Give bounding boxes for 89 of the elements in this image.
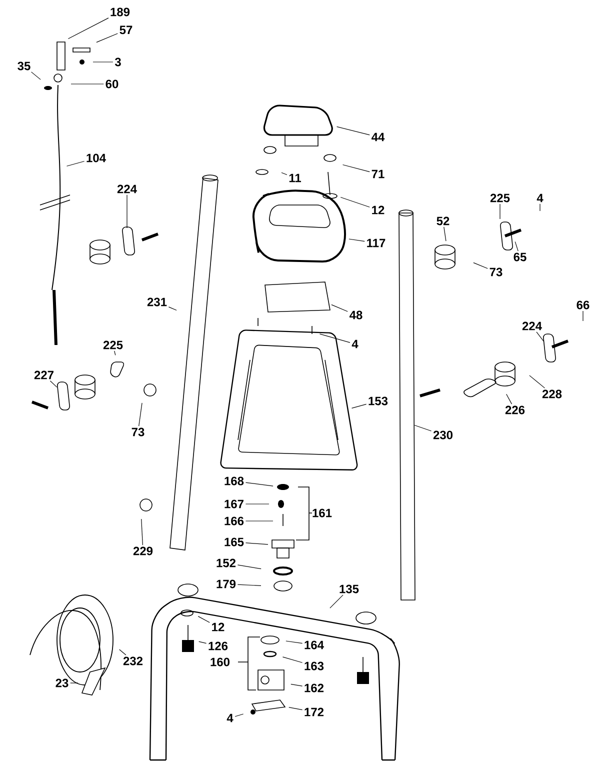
leader-line	[198, 641, 207, 644]
callout-number: 71	[372, 170, 384, 178]
callout-number: 225	[490, 194, 510, 202]
leader-line	[331, 304, 348, 312]
callout-number: 12	[372, 206, 384, 214]
callout-number: 135	[340, 584, 359, 594]
callout-number: 163	[304, 662, 324, 670]
callout-number: 153	[368, 396, 388, 406]
leader-line	[198, 616, 210, 623]
callout-number: 229	[133, 546, 153, 556]
callout-number: 117	[367, 238, 386, 248]
leader-line	[70, 682, 78, 684]
callout-number: 60	[106, 80, 118, 88]
callout-number: 162	[304, 684, 324, 692]
callout-number: 52	[436, 216, 450, 226]
callout-number: 161	[312, 508, 332, 518]
callout-number: 225	[103, 340, 123, 350]
callout-number: 3	[114, 58, 121, 66]
callout-number: 11	[289, 174, 301, 182]
leader-line	[340, 196, 370, 208]
leader-line	[288, 706, 303, 710]
callout-number: 189	[110, 8, 130, 16]
callout-number: 66	[576, 300, 590, 310]
leader-line	[119, 649, 126, 656]
leader-line	[290, 684, 303, 686]
leader-line	[141, 518, 143, 546]
callout-number: 165	[224, 538, 244, 546]
callout-number: 48	[350, 310, 362, 320]
callout-number: 23	[56, 678, 68, 688]
leader-line	[168, 306, 177, 311]
leader-line	[506, 394, 512, 404]
callout-number: 160	[210, 658, 230, 666]
leader-line	[536, 332, 544, 342]
callout-number: 65	[514, 252, 526, 262]
leader-line	[126, 194, 128, 228]
callout-number: 228	[542, 390, 562, 398]
leader-line	[473, 262, 488, 269]
leader-line	[114, 350, 116, 356]
leader-line	[514, 241, 518, 252]
callout-number: 4	[352, 340, 358, 348]
leader-line	[245, 520, 274, 522]
leader-line	[66, 160, 85, 166]
callout-number: 35	[18, 62, 30, 70]
leader-line	[348, 238, 365, 242]
callout-number: 152	[216, 558, 236, 568]
callout-number: 57	[120, 26, 132, 34]
leader-line	[50, 380, 58, 388]
leader-line	[282, 656, 303, 663]
callout-number: 230	[433, 430, 453, 440]
leader-line	[342, 164, 370, 172]
callout-number: 179	[216, 580, 236, 588]
callout-number: 226	[505, 406, 525, 414]
leader-line	[330, 594, 344, 608]
leader-line	[529, 375, 546, 388]
leader-line	[336, 126, 370, 136]
leader-line	[245, 482, 274, 486]
callout-number: 164	[304, 640, 324, 650]
callout-number: 12	[212, 622, 224, 632]
leader-line	[237, 564, 262, 570]
callout-number: 231	[147, 298, 167, 306]
leader-line	[96, 33, 118, 43]
callout-number: 73	[490, 268, 502, 276]
leader-line	[414, 424, 432, 432]
callout-number: 44	[372, 132, 385, 142]
callout-number: 172	[304, 708, 324, 716]
leader-line	[286, 640, 303, 644]
leader-line	[68, 18, 109, 40]
leader-line	[245, 542, 268, 545]
callout-number: 4	[536, 194, 544, 202]
leader-line	[319, 334, 350, 343]
leader-line	[138, 402, 142, 426]
leader-line	[234, 714, 244, 717]
callout-number: 224	[522, 322, 542, 330]
leader-line	[582, 310, 584, 322]
callout-number: 126	[208, 642, 228, 650]
leader-line	[30, 72, 41, 80]
callout-number: 73	[132, 428, 144, 436]
leader-line	[351, 404, 367, 408]
callout-number: 224	[117, 184, 137, 194]
leader-line	[237, 584, 262, 586]
callout-number: 227	[34, 370, 54, 380]
callout-number: 232	[123, 656, 143, 666]
callout-number: 166	[224, 516, 244, 526]
leader-line	[444, 226, 446, 242]
callout-number: 104	[86, 154, 106, 162]
callout-number: 167	[224, 500, 244, 508]
callout-number: 4	[226, 714, 234, 722]
callout-number: 168	[224, 476, 244, 486]
leader-line	[281, 172, 288, 176]
